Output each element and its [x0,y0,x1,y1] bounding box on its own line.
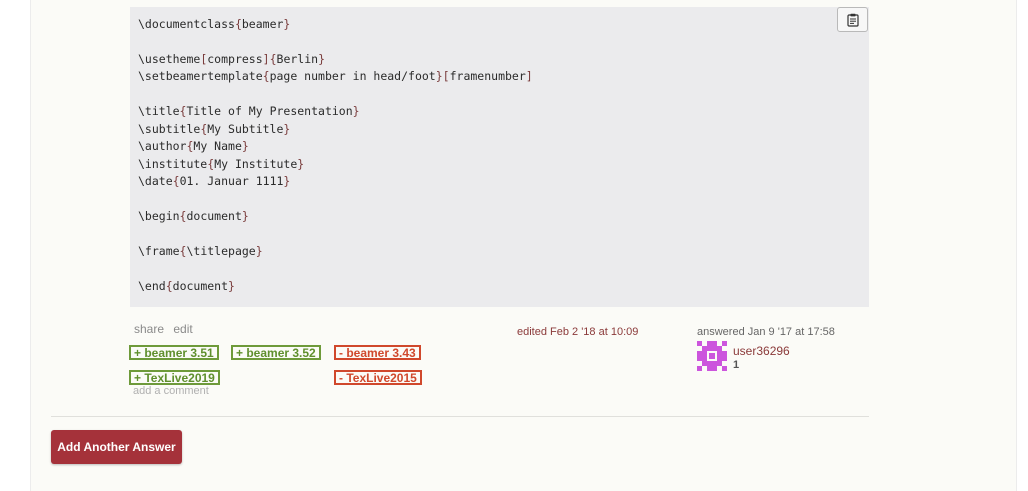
code-command: \end [138,278,166,293]
vote-tag-texlive2015[interactable]: - TexLive2015 [334,370,422,385]
user-name-link[interactable]: user36296 [733,344,790,358]
code-line: \subtitle{My Subtitle} [138,121,861,138]
code-bracket-open: { [179,208,187,223]
code-bracket-open: { [269,51,277,66]
code-line: \title{Title of My Presentation} [138,103,861,120]
code-bracket-open: { [179,243,187,258]
code-bracket-close: } [241,208,249,223]
code-argument: My Name [193,139,242,154]
code-command: \subtitle [138,121,201,136]
code-bracket-close: } [283,121,291,136]
code-line [138,225,861,242]
code-argument: 01. Januar 1111 [179,173,284,188]
code-bracket-open: { [172,173,180,188]
code-command: \usetheme [138,51,201,66]
code-line: \usetheme[compress]{Berlin} [138,51,861,68]
code-argument: My Institute [214,156,298,171]
code-bracket-open: [ [442,69,450,84]
code-command: \documentclass [138,17,235,31]
code-bracket-close: } [352,104,360,119]
vote-tag-texlive2019[interactable]: + TexLive2019 [129,370,220,385]
code-argument: Berlin [276,51,319,66]
add-comment-link[interactable]: add a comment [133,385,209,397]
code-argument: framenumber [449,69,526,84]
code-bracket-close: } [435,69,443,84]
code-command: \institute [138,156,208,171]
code-argument: \titlepage [186,243,256,258]
code-bracket-open: { [200,121,208,136]
divider [51,416,869,417]
answered-timestamp: answered Jan 9 '17 at 17:58 [697,326,835,338]
code-bracket-open: { [179,104,187,119]
vote-tag-beamer-352[interactable]: + beamer 3.52 [231,345,321,360]
share-link[interactable]: share [134,322,165,336]
code-line: \institute{My Institute} [138,156,861,173]
edited-timestamp[interactable]: edited Feb 2 '18 at 10:09 [517,326,639,338]
code-line [138,33,861,50]
code-bracket-close: } [241,139,249,154]
code-command: \frame [138,243,180,258]
copy-code-button[interactable] [837,7,868,32]
code-line: \frame{\titlepage} [138,243,861,260]
code-line: \setbeamertemplate{page number in head/f… [138,68,861,85]
code-block: \documentclass{beamer}\usetheme[compress… [130,7,869,307]
code-line: \end{document} [138,278,861,295]
code-line [138,86,861,103]
code-bracket-open: { [234,17,242,31]
code-argument: compress [207,51,263,66]
add-another-answer-button[interactable]: Add Another Answer [51,430,182,464]
code-bracket-close: } [318,51,325,66]
code-command: \author [138,139,187,154]
edit-link[interactable]: edit [173,322,193,336]
vote-tag-beamer-343[interactable]: - beamer 3.43 [334,345,421,360]
code-bracket-open: { [207,156,215,171]
code-argument: document [186,208,242,223]
code-argument: page number in head/foot [269,69,436,84]
code-bracket-close: } [283,17,291,31]
avatar[interactable] [697,341,727,371]
code-bracket-open: [ [200,51,208,66]
code-command: \title [138,104,180,119]
clipboard-icon [846,13,859,27]
code-line [138,190,861,207]
code-argument: document [172,278,229,293]
code-bracket-close: ] [525,69,533,84]
code-bracket-close: } [297,156,305,171]
code-bracket-close: } [228,278,235,293]
identicon [697,341,727,371]
code-argument: beamer [241,17,284,31]
code-bracket-open: { [186,139,194,154]
code-line [138,260,861,277]
code-command: \begin [138,208,180,223]
code-argument: My Subtitle [207,121,284,136]
code-line: \documentclass{beamer} [138,16,861,33]
post-menu: share edit [134,322,199,336]
code-command: \date [138,173,173,188]
code-line: \date{01. Januar 1111} [138,173,861,190]
vote-tag-beamer-351[interactable]: + beamer 3.51 [129,345,219,360]
code-bracket-close: } [255,243,263,258]
code-bracket-close: } [283,173,291,188]
code-argument: Title of My Presentation [186,104,353,119]
code-bracket-close: ] [262,51,270,66]
code-bracket-open: { [165,278,173,293]
code-command: \setbeamertemplate [138,69,263,84]
user-reputation: 1 [733,359,740,371]
code-line: \begin{document} [138,208,861,225]
code-bracket-open: { [262,69,270,84]
code-line: \author{My Name} [138,138,861,155]
